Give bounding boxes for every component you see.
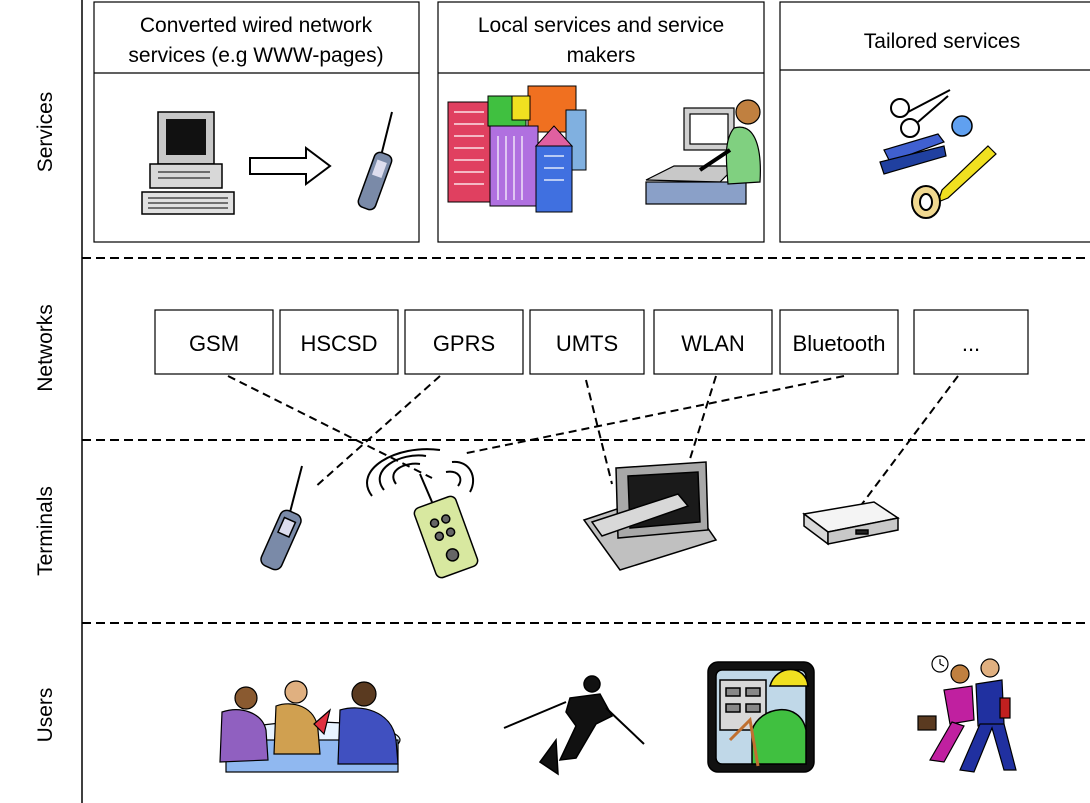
network-label-hscsd: HSCSD [300, 331, 377, 356]
network-label-umts: UMTS [556, 331, 618, 356]
clip-icon [951, 115, 973, 137]
service-title-line-1: Tailored services [864, 30, 1020, 53]
electrician-icon [707, 661, 815, 773]
network-boxes: GSM HSCSD GPRS UMTS WLAN Bluetooth ... [154, 309, 1029, 375]
connection-lines [227, 375, 959, 505]
network-box-bluetooth [779, 309, 899, 375]
network-box-more [913, 309, 1029, 375]
commuters-icon [917, 655, 1017, 773]
link-umts-laptop [585, 379, 613, 485]
row-separators [82, 257, 1090, 624]
person-at-laptop-icon [645, 99, 761, 205]
network-label-bluetooth: Bluetooth [793, 331, 886, 356]
service-title-line-2: makers [567, 44, 636, 67]
service-box-converted: Converted wired network services (e.g WW… [93, 1, 420, 243]
link-gsm-handset [227, 375, 433, 479]
service-box-local: Local services and service makers [437, 1, 765, 243]
network-box-gsm [154, 309, 274, 375]
link-more-modem [861, 375, 959, 505]
scissors-icon [890, 89, 951, 138]
skier-icon [503, 675, 645, 776]
service-title-line-1: Local services and service [478, 14, 724, 37]
desktop-computer-icon [141, 111, 235, 215]
network-label-more: ... [962, 331, 980, 356]
office-buildings-icon [447, 85, 587, 213]
row-labels: Services Networks Terminals Users [34, 92, 57, 743]
tape-icon [911, 185, 941, 219]
service-title-line-1: Converted wired network [140, 14, 373, 37]
network-box-gprs [404, 309, 524, 375]
arrow-right-icon [249, 146, 332, 186]
laptop-icon [582, 461, 718, 571]
network-label-wlan: WLAN [681, 331, 745, 356]
pencil-icon [937, 145, 997, 204]
service-title-line-2: services (e.g WWW-pages) [128, 44, 383, 67]
mobile-phone-icon [260, 465, 303, 571]
wireless-handset-icon [366, 448, 479, 579]
row-label-terminals: Terminals [34, 486, 57, 576]
modem-device-icon [802, 501, 900, 546]
network-box-hscsd [279, 309, 399, 375]
network-box-wlan [653, 309, 773, 375]
business-meeting-icon [219, 680, 401, 773]
stapler-icon [879, 133, 947, 175]
row-label-users: Users [34, 688, 57, 743]
link-gprs-phone [313, 375, 441, 489]
network-box-umts [529, 309, 645, 375]
row-label-services: Services [34, 92, 57, 173]
service-box-tailored: Tailored services [779, 1, 1090, 243]
link-bluetooth-handset [461, 375, 845, 455]
row-label-networks: Networks [34, 304, 57, 392]
network-label-gprs: GPRS [433, 331, 495, 356]
link-wlan-laptop [683, 375, 717, 479]
mobile-phone-icon [357, 111, 393, 211]
network-label-gsm: GSM [189, 331, 239, 356]
